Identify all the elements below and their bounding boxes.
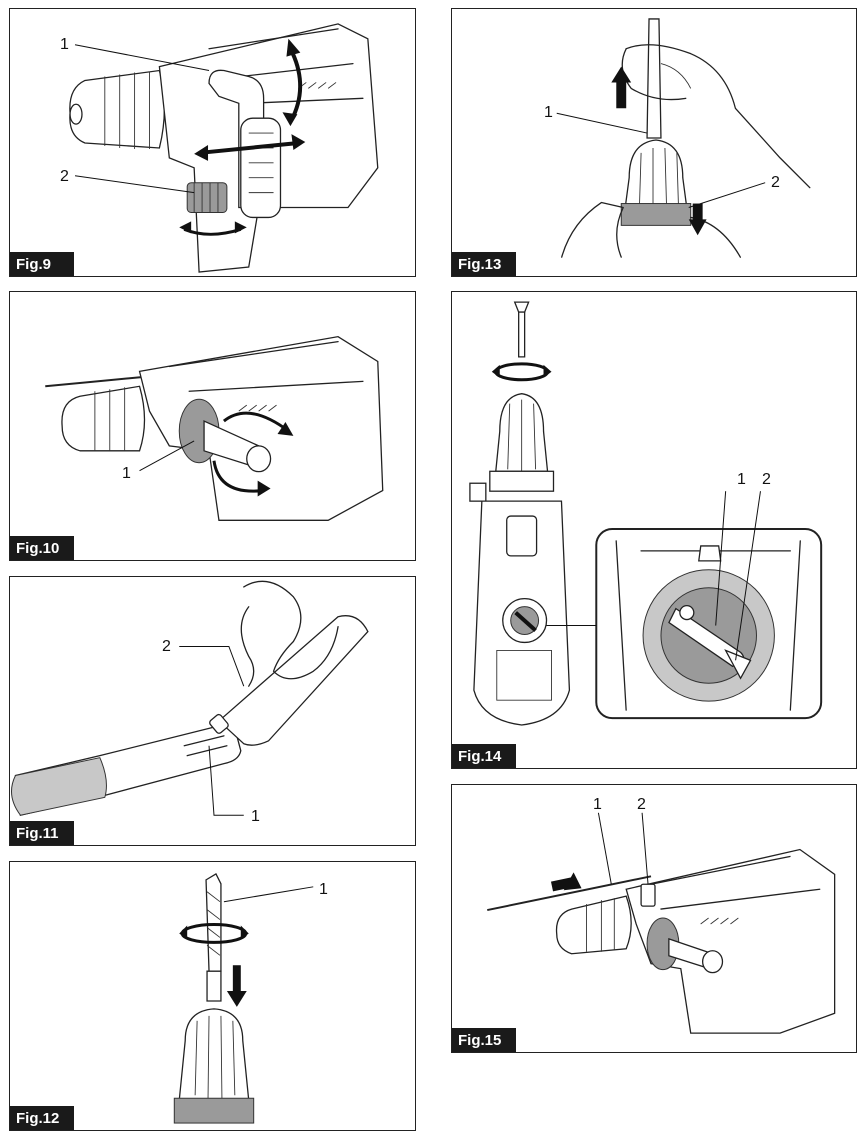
callout-number-1: 1: [319, 881, 328, 898]
figure-9-panel: 1 2 Fig.9: [9, 8, 416, 277]
callout-number-2: 2: [771, 174, 780, 191]
grease-shank-illustration: [11, 580, 369, 817]
figure-label: Fig.10: [10, 536, 74, 560]
callout-number-1: 1: [593, 796, 602, 813]
figure-label: Fig.15: [452, 1028, 516, 1052]
figure-10-panel: 1 Fig.10: [9, 291, 416, 561]
bit-removal-illustration: [556, 18, 811, 258]
figure-label: Fig.9: [10, 252, 74, 276]
callout-number-2: 2: [162, 638, 171, 655]
callout-number-1: 1: [251, 808, 260, 825]
callout-number-2: 2: [637, 796, 646, 813]
bit-insertion-illustration: [173, 872, 314, 1124]
figure-label: Fig.12: [10, 1106, 74, 1130]
depth-gauge-grip-illustration: [45, 335, 384, 521]
figure-label: Fig.13: [452, 252, 516, 276]
callout-number-1: 1: [60, 36, 69, 53]
figure-13-panel: 1 2 Fig.13: [451, 8, 857, 277]
figure-15-panel: 1 2 Fig.15: [451, 784, 857, 1053]
callout-number-2: 2: [762, 471, 771, 488]
callout-number-2: 2: [60, 168, 69, 185]
figure-label: Fig.11: [10, 821, 74, 845]
figure-12-panel: 1 Fig.12: [9, 861, 416, 1131]
side-handle-illustration: [69, 23, 379, 273]
depth-rod-illustration: [487, 812, 836, 1034]
callout-number-1: 1: [544, 104, 553, 121]
figure-label: Fig.14: [452, 744, 516, 768]
figure-14-panel: 1 2 Fig.14: [451, 291, 857, 769]
figure-11-panel: 2 1 Fig.11: [9, 576, 416, 846]
callout-number-1: 1: [122, 465, 131, 482]
callout-number-1: 1: [737, 471, 746, 488]
mode-lever-illustration: [469, 301, 823, 726]
